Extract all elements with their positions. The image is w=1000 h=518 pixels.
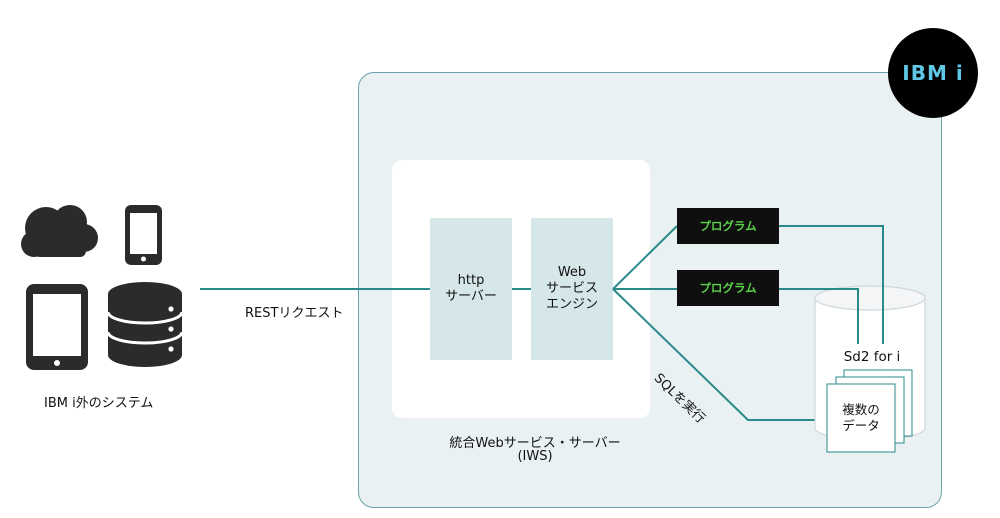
cloud-icon bbox=[21, 205, 98, 257]
program-box-2: プログラム bbox=[677, 270, 779, 306]
rest-request-label: RESTリクエスト bbox=[245, 306, 344, 321]
logo-text: IBM i bbox=[902, 61, 964, 85]
database-label: Sd2 for i bbox=[843, 349, 901, 365]
sql-connector bbox=[612, 288, 830, 421]
data-documents-stack bbox=[826, 369, 913, 453]
prog1-db-connector bbox=[779, 225, 884, 344]
web-service-engine-box: Web サービス エンジン bbox=[531, 218, 613, 360]
data-label: 複数の データ bbox=[842, 402, 880, 433]
server-stack-icon bbox=[106, 282, 184, 367]
http-server-box: http サーバー bbox=[430, 218, 512, 360]
iws-subtitle: (IWS) bbox=[517, 449, 553, 464]
prog2-db-connector bbox=[779, 288, 859, 344]
tablet-icon bbox=[26, 284, 88, 370]
iws-title: 統合Webサービス・サーバー bbox=[449, 436, 621, 451]
program-box-1: プログラム bbox=[677, 208, 779, 244]
smartphone-icon bbox=[125, 205, 162, 265]
ibm-i-logo: IBM i bbox=[888, 28, 978, 118]
engine-prog1-connector bbox=[612, 225, 678, 290]
external-systems-label: IBM i外のシステム bbox=[44, 396, 154, 411]
